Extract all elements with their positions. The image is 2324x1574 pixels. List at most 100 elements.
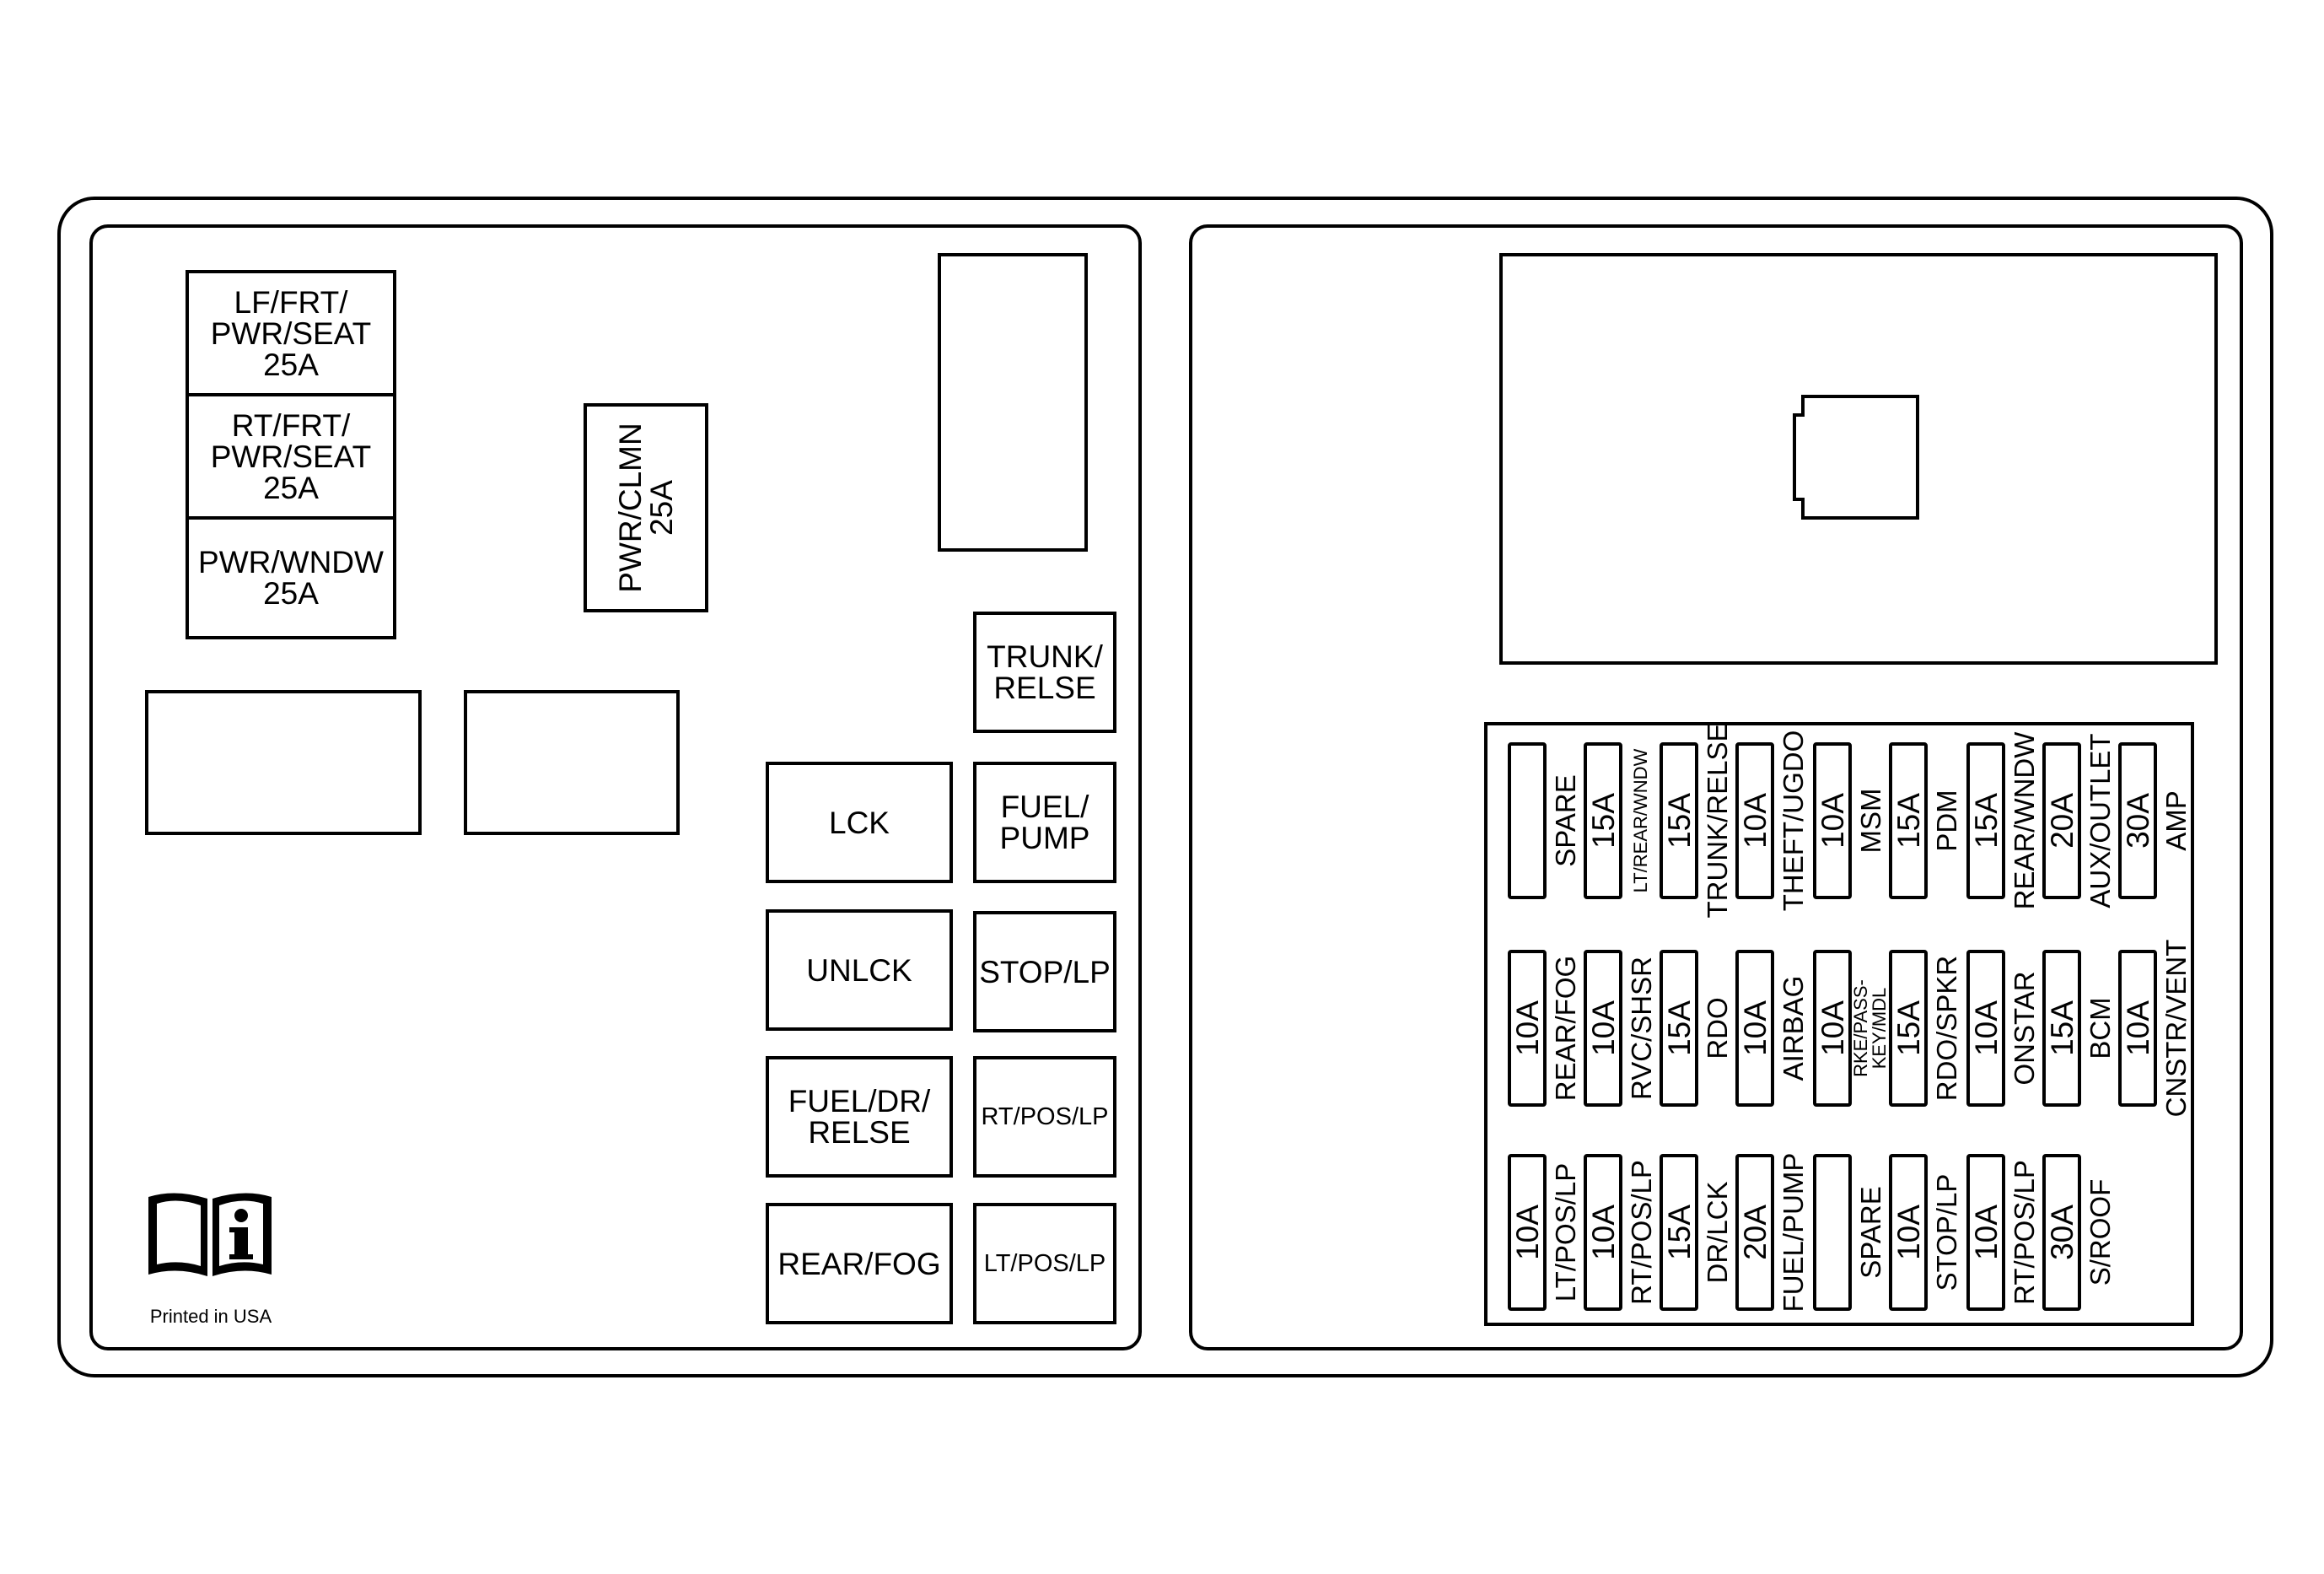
- fuse-amp-rating: 10A: [1737, 1000, 1773, 1056]
- fuse-amp-rating: 10A: [1585, 1205, 1621, 1260]
- fuse-lf-frt-pwr-seat: LF/FRT/ PWR/SEAT 25A: [186, 270, 396, 396]
- mini-fuse: [1508, 742, 1547, 899]
- fuse-amp-rating: 15A: [1661, 793, 1697, 849]
- owner-manual-info-icon: [148, 1193, 272, 1276]
- fuse-circuit-label: DR/LCK: [1701, 1181, 1733, 1284]
- fuse-circuit-label: RKE/PASS-KEY/MDL: [1850, 979, 1890, 1077]
- mini-fuse: [1813, 1154, 1852, 1311]
- fuse-amp-rating: 10A: [1509, 1205, 1545, 1260]
- mini-fuse: [1813, 742, 1852, 899]
- fuse-amp-rating: 15A: [1661, 1205, 1697, 1260]
- mini-fuse: [2042, 950, 2081, 1107]
- mini-fuse: [2042, 742, 2081, 899]
- fuse-amp-rating: 10A: [1737, 793, 1773, 849]
- relay-label: FUEL/ PUMP: [999, 790, 1090, 855]
- fuse-circuit-label: FUEL/PUMP: [1777, 1152, 1809, 1313]
- fuse-circuit-label: TRUNK/RELSE: [1701, 723, 1733, 919]
- fuse-circuit-label: REAR/WNDW: [2008, 731, 2040, 910]
- fuse-amp-rating: 10A: [1968, 1205, 2004, 1260]
- fuse-circuit-label: RVC/SHSR: [1625, 957, 1657, 1100]
- mini-fuse: [2118, 742, 2157, 899]
- fuse-circuit-label: RDO: [1701, 997, 1733, 1059]
- empty-relay-slot-left: [145, 690, 422, 835]
- fuse-circuit-label: LT/POS/LP: [1549, 1162, 1581, 1302]
- mini-fuse: [1889, 742, 1928, 899]
- mini-fuse: [1966, 950, 2005, 1107]
- empty-relay-slot-mid: [464, 690, 680, 835]
- relay-stop-lp: STOP/LP: [973, 911, 1116, 1032]
- fuse-amp-rating: 30A: [2120, 793, 2155, 849]
- fuse-amp-rating: 15A: [1891, 793, 1926, 849]
- fuse-circuit-label: MSM: [1854, 788, 1886, 854]
- mini-fuse: [1735, 1154, 1774, 1311]
- fuse-amp-rating: 15A: [1891, 1000, 1926, 1056]
- fuse-amp-rating: 15A: [1585, 793, 1621, 849]
- relay-label: FUEL/DR/ RELSE: [788, 1084, 931, 1150]
- relay-lck: LCK: [766, 762, 953, 883]
- mini-fuse: [1735, 950, 1774, 1107]
- fuse-pwr-wndw: PWR/WNDW 25A: [186, 516, 396, 639]
- fuse-amp-rating: 10A: [1585, 1000, 1621, 1056]
- fuse-label: LF/FRT/ PWR/SEAT 25A: [210, 284, 372, 382]
- mini-fuse: [1508, 950, 1547, 1107]
- mini-fuse: [1966, 1154, 2005, 1311]
- fuse-rt-frt-pwr-seat: RT/FRT/ PWR/SEAT 25A: [186, 393, 396, 520]
- mini-fuse: [1584, 742, 1622, 899]
- connector-key-shape: [1793, 395, 1919, 520]
- fuse-circuit-label: PDM: [1930, 790, 1962, 852]
- fuse-circuit-label: STOP/LP: [1930, 1173, 1962, 1291]
- mini-fuse: [1660, 950, 1698, 1107]
- mini-fuse: [1735, 742, 1774, 899]
- mini-fuse: [1660, 742, 1698, 899]
- fuse-amp-rating: 10A: [1815, 1000, 1850, 1056]
- relay-label: UNLCK: [806, 952, 912, 988]
- fuse-amp-rating: 15A: [1968, 793, 2004, 849]
- fuse-amp-rating: 10A: [1968, 1000, 2004, 1056]
- fuse-amp-rating: 10A: [1815, 793, 1850, 849]
- mini-fuse: [2118, 950, 2157, 1107]
- relay-label: STOP/LP: [979, 954, 1111, 989]
- mini-fuse: [1660, 1154, 1698, 1311]
- fuse-amp-rating: 10A: [2120, 1000, 2155, 1056]
- fuse-circuit-label: ONSTAR: [2008, 971, 2040, 1086]
- fuse-circuit-label: AUX/OUTLET: [2084, 733, 2116, 908]
- fuse-circuit-label: BCM: [2084, 997, 2116, 1059]
- relay-label: RT/POS/LP: [981, 1102, 1109, 1130]
- relay-lt-pos-lp: LT/POS/LP: [973, 1203, 1116, 1324]
- fuse-label: RT/FRT/ PWR/SEAT 25A: [210, 407, 372, 505]
- fuse-circuit-label: RT/POS/LP: [2008, 1160, 2040, 1305]
- mini-fuse: [1889, 950, 1928, 1107]
- fuse-circuit-label: LT/REAR/WNDW: [1630, 748, 1651, 893]
- relay-rt-pos-lp: RT/POS/LP: [973, 1056, 1116, 1178]
- fuse-amp-rating: 20A: [1737, 1205, 1773, 1260]
- relay-label: LT/POS/LP: [983, 1249, 1106, 1277]
- fuse-circuit-label: RDO/SPKR: [1930, 955, 1962, 1102]
- fuse-amp-rating: 10A: [1509, 1000, 1545, 1056]
- fuse-label: PWR/WNDW 25A: [198, 545, 384, 611]
- relay-label: TRUNK/ RELSE: [987, 639, 1103, 705]
- relay-trunk-relse: TRUNK/ RELSE: [973, 612, 1116, 733]
- fuse-amp-rating: 30A: [2044, 1205, 2079, 1260]
- mini-fuse: [1889, 1154, 1928, 1311]
- fuse-circuit-label: REAR/FOG: [1549, 955, 1581, 1102]
- fuse-amp-rating: 15A: [1661, 1000, 1697, 1056]
- relay-label: LCK: [829, 805, 890, 840]
- relay-unlck: UNLCK: [766, 909, 953, 1031]
- mini-fuse: [1813, 950, 1852, 1107]
- fuse-amp-rating: 15A: [2044, 1000, 2079, 1056]
- fuse-circuit-label: CNSTR/VENT: [2160, 939, 2192, 1118]
- fuse-circuit-label: SPARE: [1854, 1186, 1886, 1279]
- fuse-pwr-clmn: PWR/CLMN 25A: [584, 403, 708, 612]
- relay-fuel-dr-relse: FUEL/DR/ RELSE: [766, 1056, 953, 1178]
- mini-fuse: [1966, 742, 2005, 899]
- mini-fuse: [1508, 1154, 1547, 1311]
- fuse-circuit-label: S/ROOF: [2084, 1178, 2116, 1286]
- relay-fuel-pump: FUEL/ PUMP: [973, 762, 1116, 883]
- mini-fuse: [2042, 1154, 2081, 1311]
- fuse-circuit-label: RT/POS/LP: [1625, 1160, 1657, 1305]
- fuse-amp-rating: 10A: [1891, 1205, 1926, 1260]
- fuse-amp-rating: 20A: [2044, 793, 2079, 849]
- printed-in-usa-text: Printed in USA: [149, 1306, 272, 1327]
- relay-rear-fog: REAR/FOG: [766, 1203, 953, 1324]
- empty-relay-slot-top: [938, 253, 1088, 552]
